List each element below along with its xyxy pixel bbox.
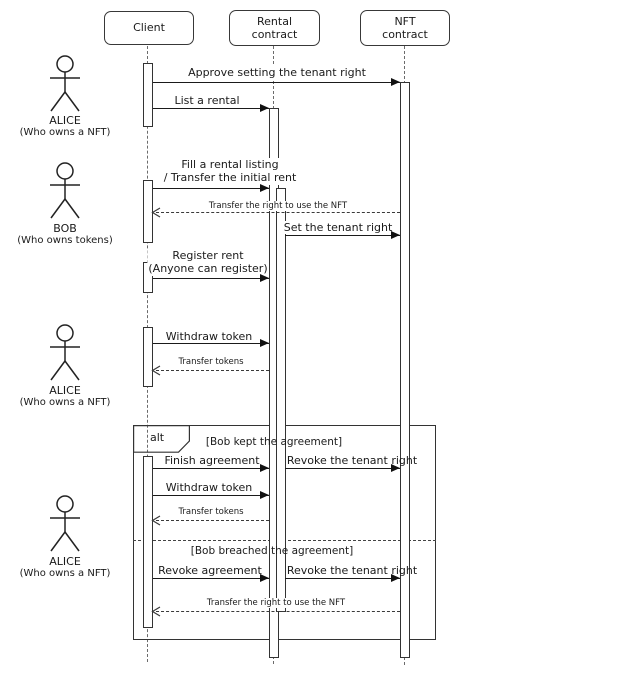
activation-client-5: [143, 456, 153, 628]
actor-icon: [50, 162, 80, 219]
message-label-line1: Register rent: [172, 249, 244, 262]
message-line: [153, 468, 269, 469]
message-label-line1: Fill a rental listing: [181, 158, 279, 171]
message-label: Approve setting the tenant right: [187, 66, 367, 80]
arrowhead-icon: [391, 574, 400, 582]
message-label: Transfer tokens: [177, 357, 245, 368]
actor-name: ALICE: [49, 114, 81, 127]
message-line: [153, 495, 269, 496]
message-line: [285, 578, 400, 579]
arrowhead-icon: [260, 339, 269, 347]
message-label: Transfer tokens: [177, 507, 245, 518]
actor-subtitle: (Who owns a NFT): [19, 397, 111, 408]
arrowhead-icon: [260, 104, 269, 112]
message-label: Transfer the right to use the NFT: [205, 598, 347, 609]
arrowhead-icon: [391, 78, 400, 86]
open-arrowhead-icon: [151, 365, 161, 376]
message-line: [156, 611, 400, 612]
message-label: Register rent (Anyone can register): [147, 249, 269, 276]
open-arrowhead-icon: [151, 515, 161, 526]
arrowhead-icon: [391, 231, 400, 239]
message-label: Finish agreement: [163, 454, 261, 468]
message-line: [285, 468, 400, 469]
actor-name: ALICE: [49, 555, 81, 568]
message-line: [156, 212, 400, 213]
message-label: Transfer the right to use the NFT: [207, 201, 349, 212]
open-arrowhead-icon: [151, 207, 161, 218]
actor-subtitle: (Who owns a NFT): [19, 127, 111, 138]
activation-client-1: [143, 63, 153, 127]
message-label: Withdraw token: [164, 330, 254, 344]
message-line: [153, 108, 269, 109]
message-line: [285, 235, 400, 236]
activation-client-4: [143, 327, 153, 387]
message-label: Fill a rental listing / Transfer the ini…: [162, 158, 298, 185]
activation-nft: [400, 82, 410, 658]
message-line: [153, 578, 269, 579]
message-line: [153, 343, 269, 344]
message-label-line2: / Transfer the initial rent: [163, 171, 297, 185]
message-label: List a rental: [173, 94, 241, 108]
message-label: Revoke the tenant right: [286, 564, 418, 577]
message-label: Revoke the tenant right: [286, 454, 418, 467]
message-line: [153, 82, 400, 83]
alt-guard-kept: [Bob kept the agreement]: [205, 436, 343, 448]
alt-operator-pentagon: [133, 425, 190, 453]
message-line: [156, 520, 269, 521]
arrowhead-icon: [260, 491, 269, 499]
arrowhead-icon: [391, 464, 400, 472]
actor-alice-3: ALICE (Who owns a NFT): [0, 495, 130, 585]
open-arrowhead-icon: [151, 606, 161, 617]
participant-nft-contract: NFT contract: [360, 10, 450, 46]
actor-alice-1: ALICE (Who owns a NFT): [0, 55, 130, 145]
actor-subtitle: (Who owns tokens): [17, 235, 113, 246]
actor-name: BOB: [53, 222, 77, 235]
message-label-line2: (Anyone can register): [148, 262, 268, 276]
message-label: Withdraw token: [164, 481, 254, 495]
arrowhead-icon: [260, 464, 269, 472]
actor-icon: [50, 495, 80, 552]
participant-rental-contract: Rental contract: [229, 10, 320, 46]
actor-bob: BOB (Who owns tokens): [0, 162, 130, 252]
alt-guard-breached: [Bob breached the agreement]: [190, 545, 354, 557]
message-label: Revoke agreement: [157, 564, 263, 578]
arrowhead-icon: [260, 574, 269, 582]
message-line: [153, 278, 269, 279]
actor-icon: [50, 324, 80, 381]
message-label: Set the tenant right: [282, 221, 394, 235]
message-line: [156, 370, 269, 371]
actor-alice-2: ALICE (Who owns a NFT): [0, 324, 130, 414]
actor-subtitle: (Who owns a NFT): [19, 568, 111, 579]
arrowhead-icon: [260, 184, 269, 192]
arrowhead-icon: [260, 274, 269, 282]
actor-icon: [50, 55, 80, 112]
activation-client-2: [143, 180, 153, 243]
actor-name: ALICE: [49, 384, 81, 397]
alt-operator-label: alt: [150, 431, 165, 444]
participant-client: Client: [104, 11, 194, 45]
message-line: [153, 188, 269, 189]
